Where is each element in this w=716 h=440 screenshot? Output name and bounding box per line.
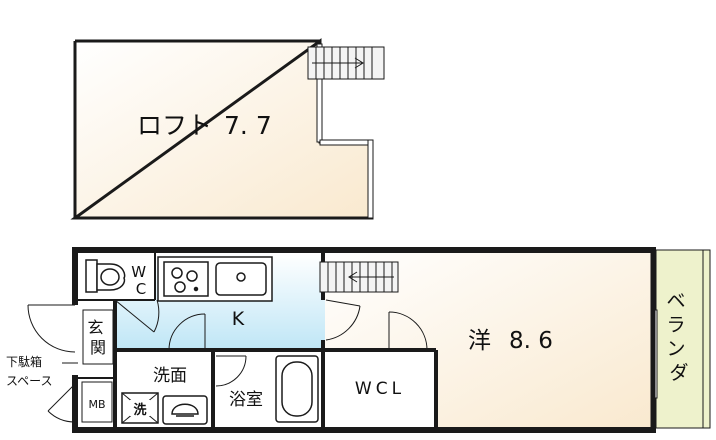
- balcony-label: ベ ラ ン ダ: [666, 290, 691, 384]
- wcl-floor: [323, 350, 436, 427]
- washer-label: 洗: [133, 402, 146, 418]
- walls: [72, 247, 656, 433]
- bathtub-icon: [275, 355, 319, 423]
- entrance-door: [27, 304, 76, 353]
- stairs: [319, 261, 399, 293]
- shoe-space-label: 下駄箱 スペース: [6, 354, 53, 388]
- stove-burner-icon: [171, 267, 199, 293]
- bath-label: 浴室: [229, 390, 263, 410]
- doors: [114, 299, 428, 387]
- kitchen-counter: [157, 256, 273, 302]
- shoe-space-door: [47, 383, 76, 423]
- washer-box: 洗: [121, 392, 159, 424]
- entrance-box: [82, 309, 114, 365]
- toilet-icon: [85, 259, 126, 293]
- loft-stairs: [307, 46, 385, 80]
- kitchen-label: K: [232, 308, 245, 330]
- mb-label: MB: [88, 398, 105, 411]
- mb-box: [81, 381, 113, 423]
- wc-label: W C: [131, 263, 151, 298]
- wcl-label: WCL: [355, 379, 405, 399]
- sink-icon: [162, 395, 208, 425]
- balcony-area: ベ ラ ン ダ: [651, 249, 711, 429]
- entrance-label: 玄 関: [87, 318, 108, 357]
- washroom-label: 洗面: [153, 366, 187, 386]
